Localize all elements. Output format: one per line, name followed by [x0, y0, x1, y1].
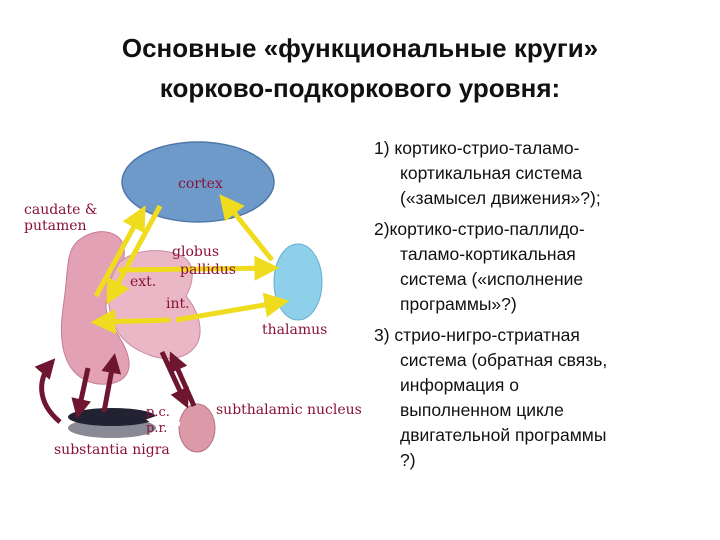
list-item: 2)кортико-стрио-паллидо- таламо-кортикал… — [374, 217, 714, 317]
label-putamen: putamen — [24, 218, 87, 234]
arrow-subthalamic-to-nigra — [146, 413, 181, 430]
item-3-line-2: система (обратная связь, — [400, 350, 608, 370]
item-3-line-1: 3) стрио-нигро-стриатная — [374, 325, 580, 345]
item-3-line-4: выполненном цикле — [400, 400, 564, 420]
arrow-cortex-to-striatum — [106, 204, 163, 305]
list-item: 3) стрио-нигро-стриатная система (обратн… — [374, 323, 714, 473]
label-caudate: caudate & — [24, 202, 97, 218]
arrow-pallidus-to-subthalamic — [159, 350, 189, 409]
subthalamic-nucleus-shape — [178, 403, 216, 453]
arrow-nigra-to-striatum — [34, 358, 62, 424]
arrow-pallidus-to-thalamus — [175, 292, 290, 323]
slide-title: Основные «функциональные круги» корково-… — [0, 28, 720, 108]
arrow-striatum-to-pallidus — [117, 255, 280, 281]
item-2-line-4: программы»?) — [400, 294, 517, 314]
label-pc: p.c. — [146, 405, 170, 420]
basal-ganglia-diagram: cortex caudate & putamen globus pallidus… — [24, 141, 362, 458]
label-pallidus: pallidus — [180, 262, 236, 278]
item-1-line-1: 1) кортико-стрио-таламо- — [374, 138, 580, 158]
title-line-1: Основные «функциональные круги» — [121, 33, 599, 63]
list-item: 1) кортико-стрио-таламо- кортикальная си… — [374, 136, 714, 211]
label-thalamus: thalamus — [262, 322, 327, 338]
label-substantia-nigra: substantia nigra — [54, 442, 170, 458]
label-subthalamic: subthalamic nucleus — [216, 402, 362, 418]
arrow-thalamus-to-cortex — [219, 194, 274, 262]
item-2-line-3: система («исполнение — [400, 269, 584, 289]
arrow-striatum-to-nigra — [71, 367, 91, 419]
label-ext: ext. — [130, 274, 156, 290]
title-line-2: корково-подкоркового уровня: — [159, 73, 561, 103]
label-cortex: cortex — [178, 176, 223, 192]
item-2-line-2: таламо-кортикальная — [400, 244, 576, 264]
arrow-striatum-to-cortex — [93, 205, 146, 298]
item-3-line-5: двигательной программы — [400, 425, 607, 445]
arrow-int-to-ext — [90, 309, 171, 335]
arrow-subthalamic-to-pallidus — [168, 351, 197, 408]
thalamus-shape — [273, 243, 323, 321]
label-int: int. — [166, 296, 190, 312]
item-3-line-3: информация о — [400, 375, 519, 395]
arrow-nigra-to-pallidus — [101, 353, 122, 413]
item-1-line-2: кортикальная система — [400, 163, 583, 183]
item-3-line-6: ?) — [400, 450, 416, 470]
item-1-line-3: («замысел движения»?); — [400, 188, 601, 208]
label-pr: p.r. — [146, 421, 167, 436]
pathway-list: 1) кортико-стрио-таламо- кортикальная си… — [374, 136, 714, 479]
item-2-line-1: 2)кортико-стрио-паллидо- — [374, 219, 585, 239]
label-globus: globus — [172, 244, 219, 260]
